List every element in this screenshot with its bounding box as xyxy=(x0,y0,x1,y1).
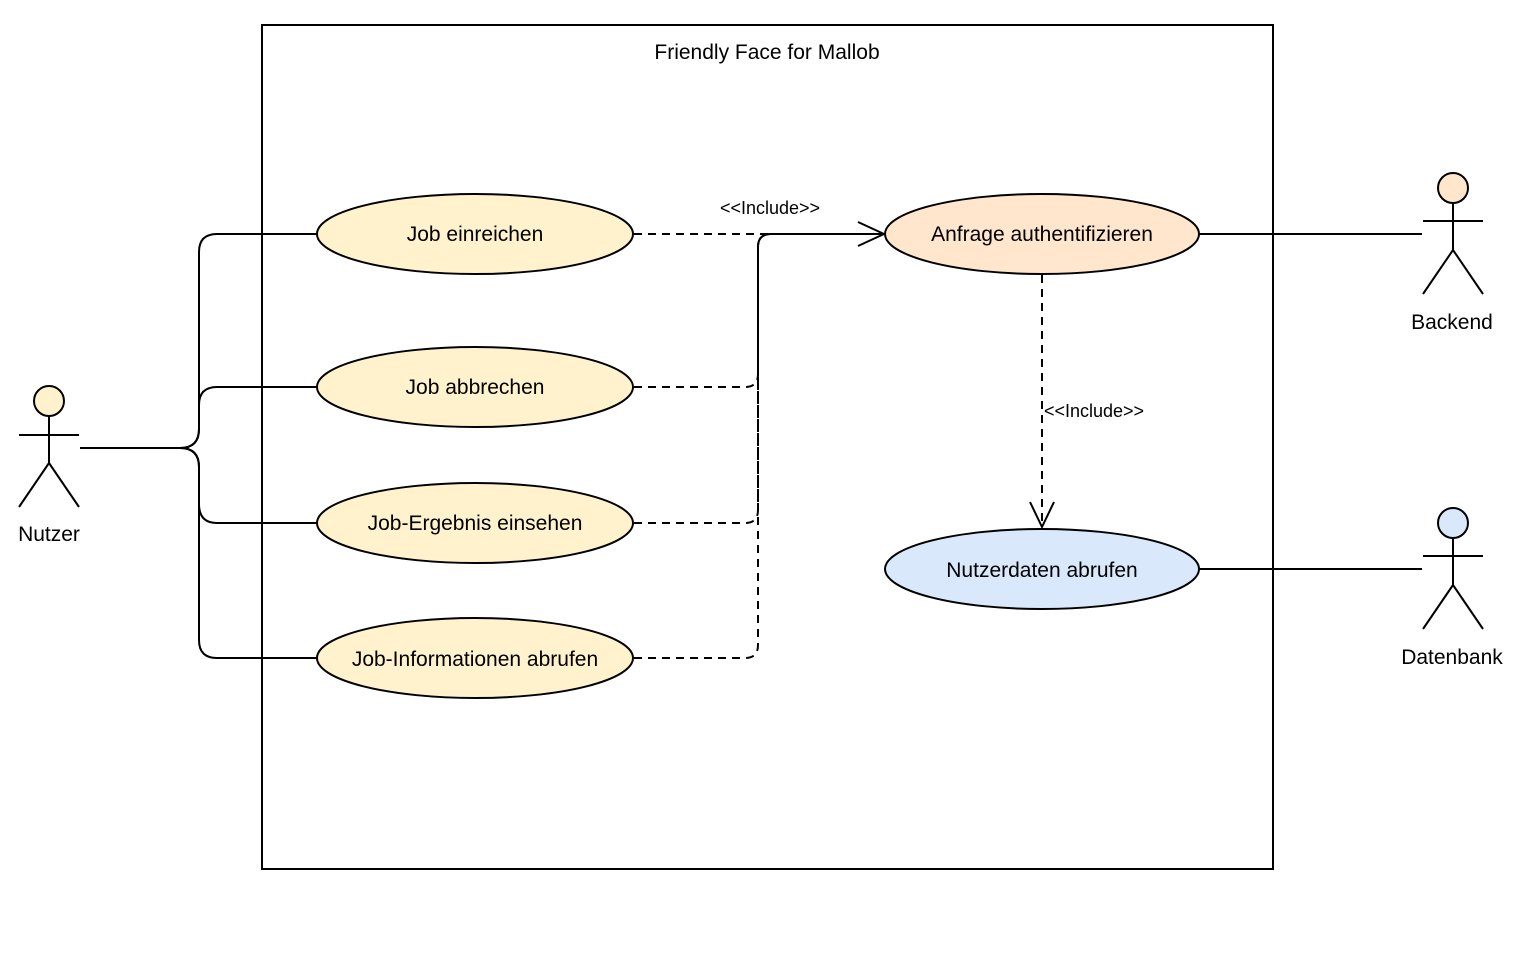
use-case-job-ergebnis[interactable]: Job-Ergebnis einsehen xyxy=(316,482,634,564)
use-case-shape xyxy=(316,482,634,564)
use-case-job-abbrechen[interactable]: Job abbrechen xyxy=(316,346,634,428)
use-case-nutzerdaten-abrufen[interactable]: Nutzerdaten abrufen xyxy=(884,528,1200,610)
system-boundary xyxy=(261,24,1274,870)
actor-leg-left xyxy=(1422,584,1454,630)
actor-leg-right xyxy=(1452,584,1484,630)
actor-nutzer-label: Nutzer xyxy=(18,523,80,546)
include-label-mid: <<Include>> xyxy=(1044,401,1144,421)
association-nutzer-job-ergebnis xyxy=(179,447,317,524)
actor-nutzer[interactable] xyxy=(18,385,80,508)
use-case-job-einreichen[interactable]: Job einreichen xyxy=(316,193,634,275)
use-case-anfrage-authentifizieren[interactable]: Anfrage authentifizieren xyxy=(884,193,1200,275)
include-label-top: <<Include>> xyxy=(720,198,820,218)
include-job-ergebnis xyxy=(634,233,882,524)
use-case-label: Anfrage authentifizieren xyxy=(931,223,1153,246)
use-case-shape xyxy=(884,193,1200,275)
arrowhead-nutzerdaten xyxy=(1029,501,1055,530)
actor-datenbank-label: Datenbank xyxy=(1401,646,1503,669)
right-associations xyxy=(1199,233,1422,570)
actor-leg-left xyxy=(1422,249,1454,295)
actor-leg-right xyxy=(1452,249,1484,295)
actor-leg-right xyxy=(48,462,80,508)
include-job-informationen xyxy=(634,233,882,659)
use-case-label: Job-Ergebnis einsehen xyxy=(368,512,583,535)
actor-head xyxy=(33,385,65,417)
use-case-label: Nutzerdaten abrufen xyxy=(946,559,1137,582)
use-case-label: Job-Informationen abrufen xyxy=(352,648,598,671)
actor-head xyxy=(1437,172,1469,204)
actor-backend[interactable] xyxy=(1422,172,1484,295)
include-dependencies xyxy=(634,233,1043,659)
actor-head xyxy=(1437,507,1469,539)
use-case-shape xyxy=(884,528,1200,610)
actor-leg-left xyxy=(18,462,50,508)
actor-backend-label: Backend xyxy=(1411,311,1493,334)
nutzer-associations xyxy=(80,233,317,659)
use-case-shape xyxy=(316,617,634,699)
use-case-shape xyxy=(316,346,634,428)
system-title: Friendly Face for Mallob xyxy=(654,41,879,64)
use-case-shape xyxy=(316,193,634,275)
association-nutzer-job-abbrechen xyxy=(179,386,317,449)
association-nutzer-job-informationen xyxy=(179,447,317,659)
actor-datenbank[interactable] xyxy=(1422,507,1484,630)
include-job-abbrechen xyxy=(634,233,882,388)
use-case-label: Job abbrechen xyxy=(406,376,545,399)
use-case-label: Job einreichen xyxy=(407,223,544,246)
use-case-job-informationen[interactable]: Job-Informationen abrufen xyxy=(316,617,634,699)
